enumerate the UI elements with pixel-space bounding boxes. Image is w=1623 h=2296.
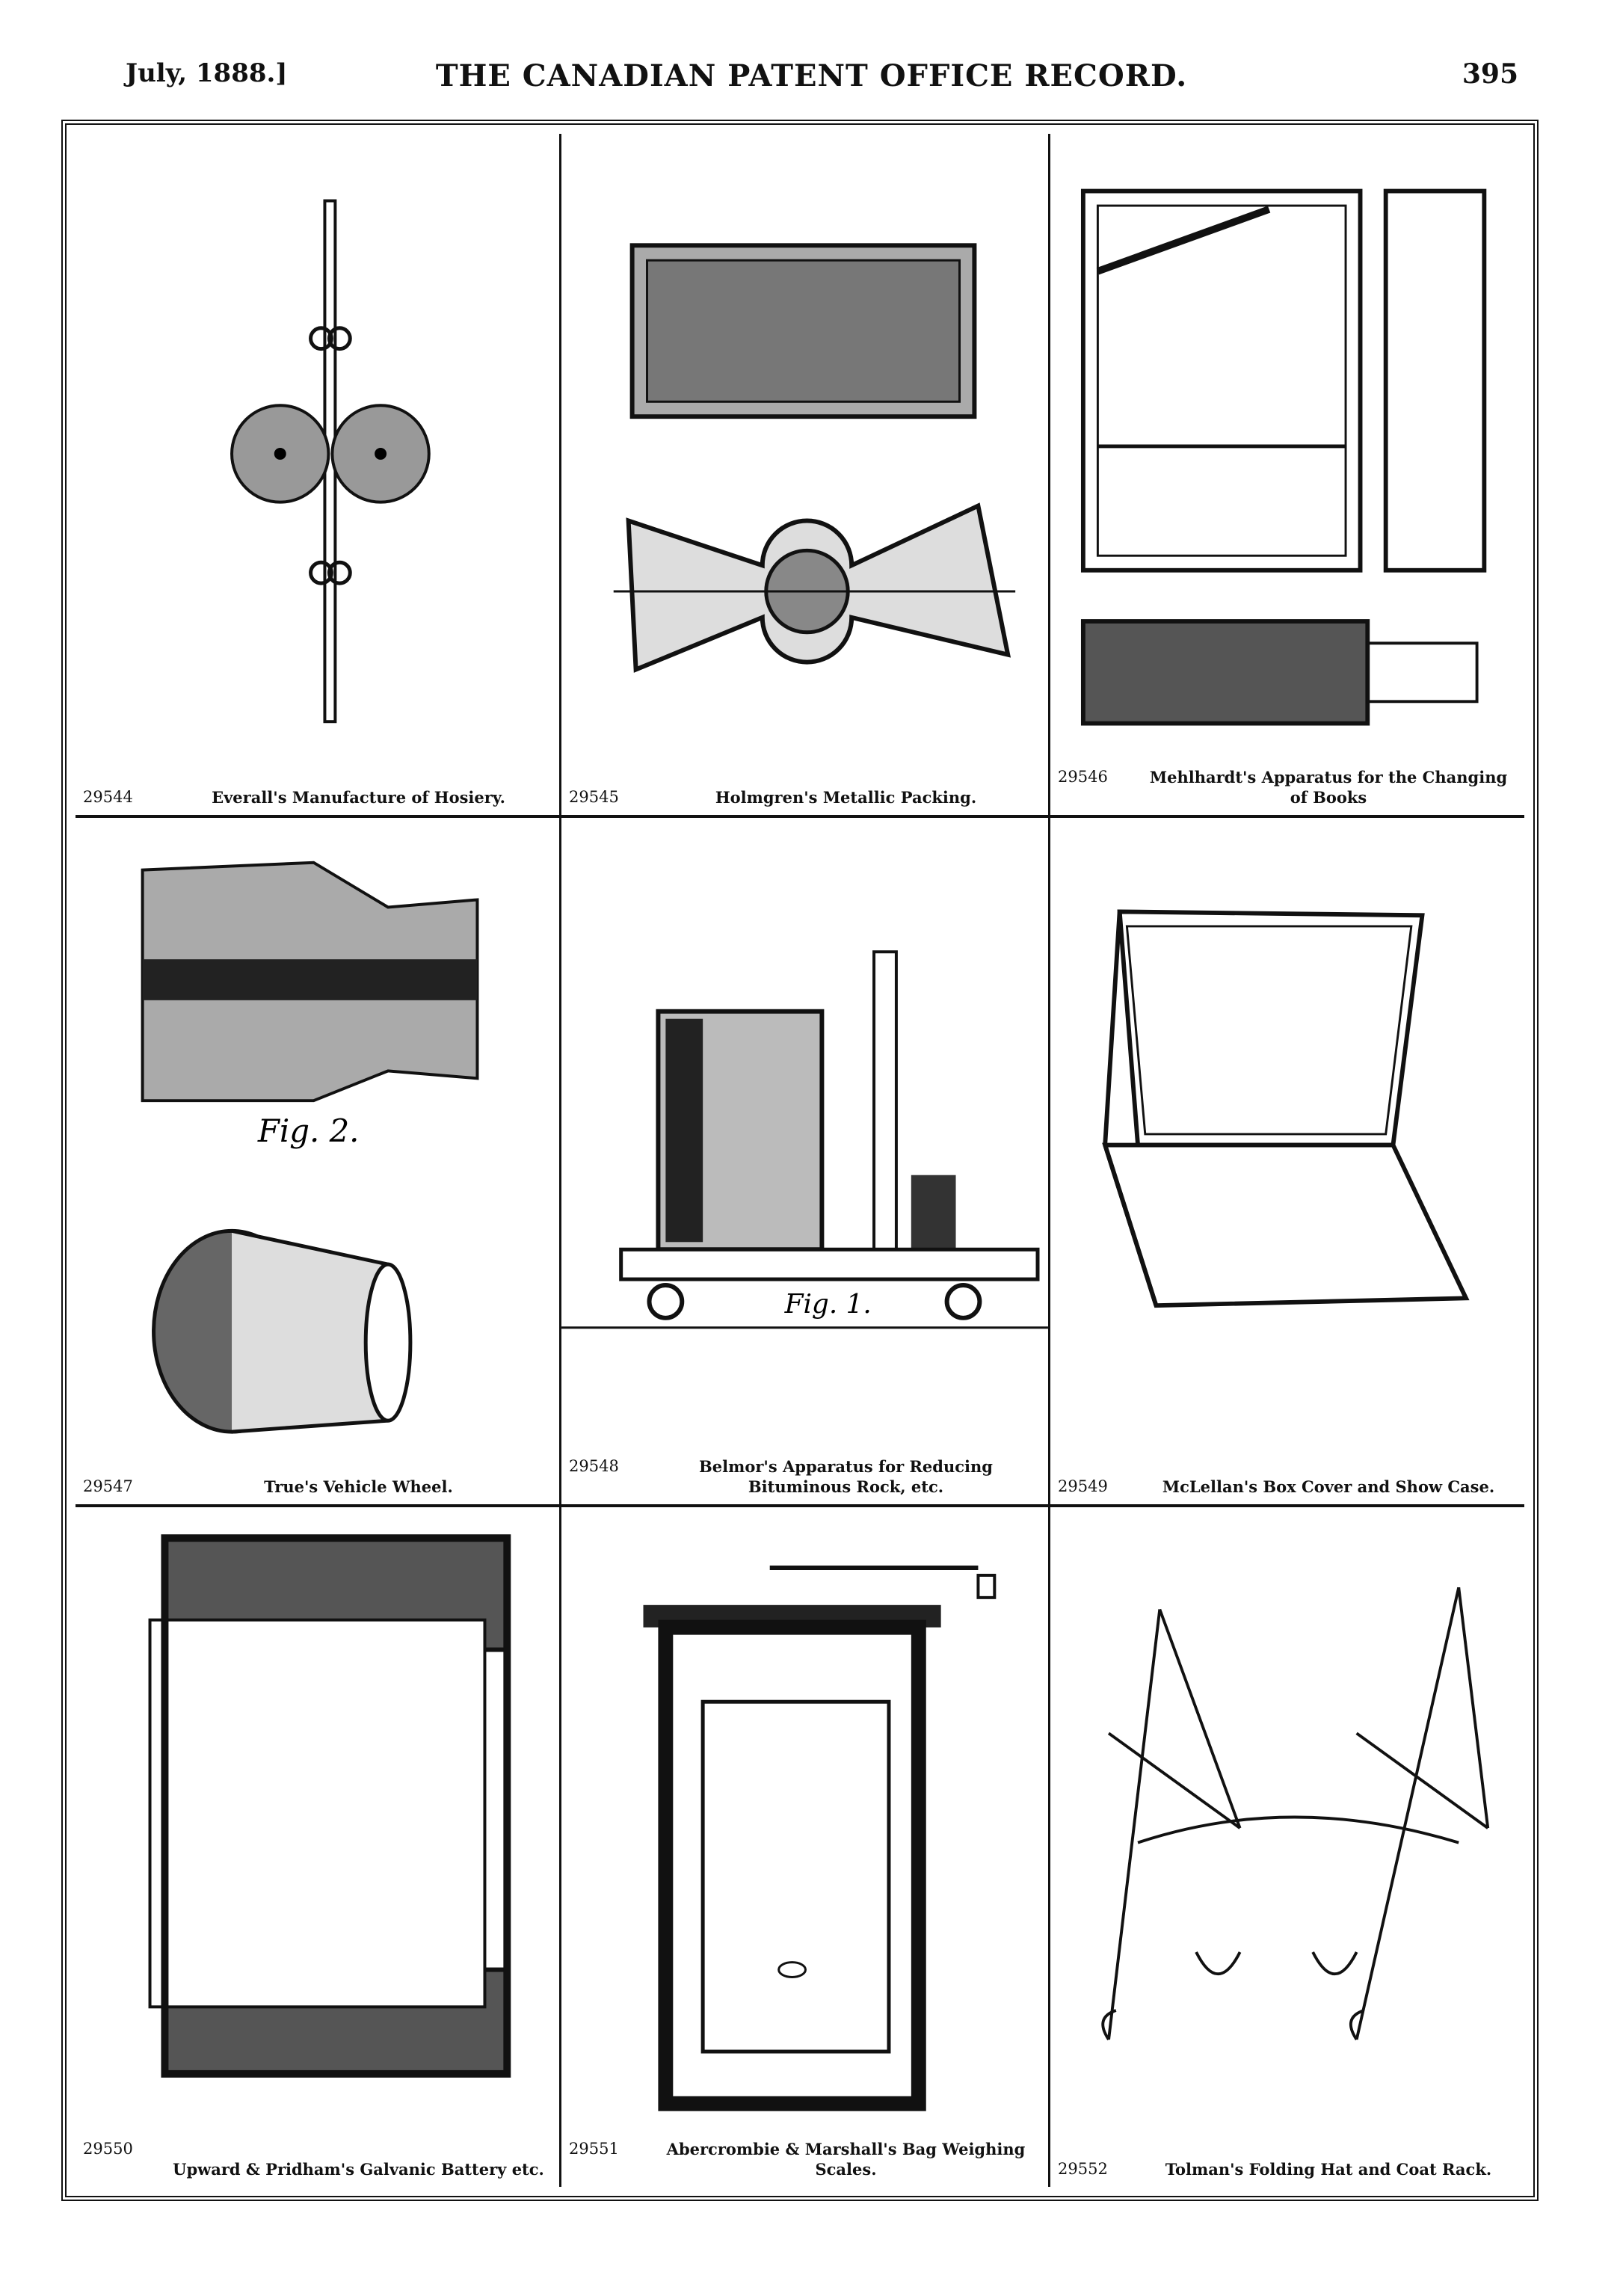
figure-label: Fig. 2.: [257, 1112, 360, 1149]
patent-title: Abercrombie & Marshall's Bag Weighing Sc…: [666, 2140, 1026, 2179]
patent-number: 29546: [1058, 768, 1108, 786]
patent-number: 29552: [1058, 2160, 1108, 2178]
bag-weighing-scales-drawing: [643, 1566, 997, 2111]
page-number: 395: [1462, 58, 1518, 90]
bituminous-rock-apparatus-drawing: Fig. 1.: [561, 950, 1048, 1329]
patent-cell: 29552 Tolman's Folding Hat and Coat Rack.: [1050, 1507, 1524, 2187]
patent-number: 29547: [83, 1477, 133, 1495]
patent-cell: Fig. 2. 29547 True's Vehicle Wheel.: [76, 818, 561, 1507]
patent-title: Mehlhardt's Apparatus for the Changing o…: [1149, 768, 1508, 807]
header-date: July, 1888.]: [126, 58, 288, 88]
patent-cell: 29549 McLellan's Box Cover and Show Case.: [1050, 818, 1524, 1507]
patent-number: 29548: [569, 1457, 619, 1475]
patent-cell: Fig. 1. 29548 Belmor's Apparatus for Redu…: [561, 818, 1050, 1507]
metallic-packing-drawing: [613, 243, 1016, 673]
patent-title: Upward & Pridham's Galvanic Battery etc.: [173, 2160, 544, 2179]
patent-title: True's Vehicle Wheel.: [264, 1477, 453, 1496]
patent-title: McLellan's Box Cover and Show Case.: [1162, 1477, 1495, 1496]
hosiery-drawing: [230, 199, 431, 724]
patent-title: Tolman's Folding Hat and Coat Rack.: [1165, 2160, 1492, 2179]
vehicle-wheel-drawing: Fig. 2.: [141, 861, 479, 1434]
patent-number: 29551: [569, 2140, 619, 2158]
galvanic-battery-drawing: [148, 1534, 511, 2078]
patent-title: Everall's Manufacture of Hosiery.: [212, 788, 505, 807]
patent-cell: 29544 Everall's Manufacture of Hosiery.: [76, 134, 561, 818]
patent-title: Holmgren's Metallic Packing.: [715, 788, 977, 807]
patent-cell: 29545 Holmgren's Metallic Packing.: [561, 134, 1050, 818]
patent-number: 29550: [83, 2140, 133, 2158]
box-cover-show-case-drawing: [1102, 909, 1470, 1308]
patent-cell: 29546 Mehlhardt's Apparatus for the Chang…: [1050, 134, 1524, 818]
patent-cell: 29551 Abercrombie & Marshall's Bag Weighi…: [561, 1507, 1050, 2187]
book-changing-apparatus-drawing: [1080, 188, 1487, 726]
page-title: THE CANADIAN PATENT OFFICE RECORD.: [435, 58, 1188, 93]
patent-title: Belmor's Apparatus for Reducing Bitumino…: [699, 1457, 993, 1496]
patent-number: 29544: [83, 788, 133, 806]
figure-label: Fig. 1.: [784, 1289, 872, 1320]
hat-coat-rack-drawing: [1101, 1586, 1490, 2041]
patent-number: 29549: [1058, 1477, 1108, 1495]
patent-number: 29545: [569, 788, 619, 806]
patent-figures-frame: 29544 Everall's Manufacture of Hosiery. 2…: [61, 120, 1539, 2201]
